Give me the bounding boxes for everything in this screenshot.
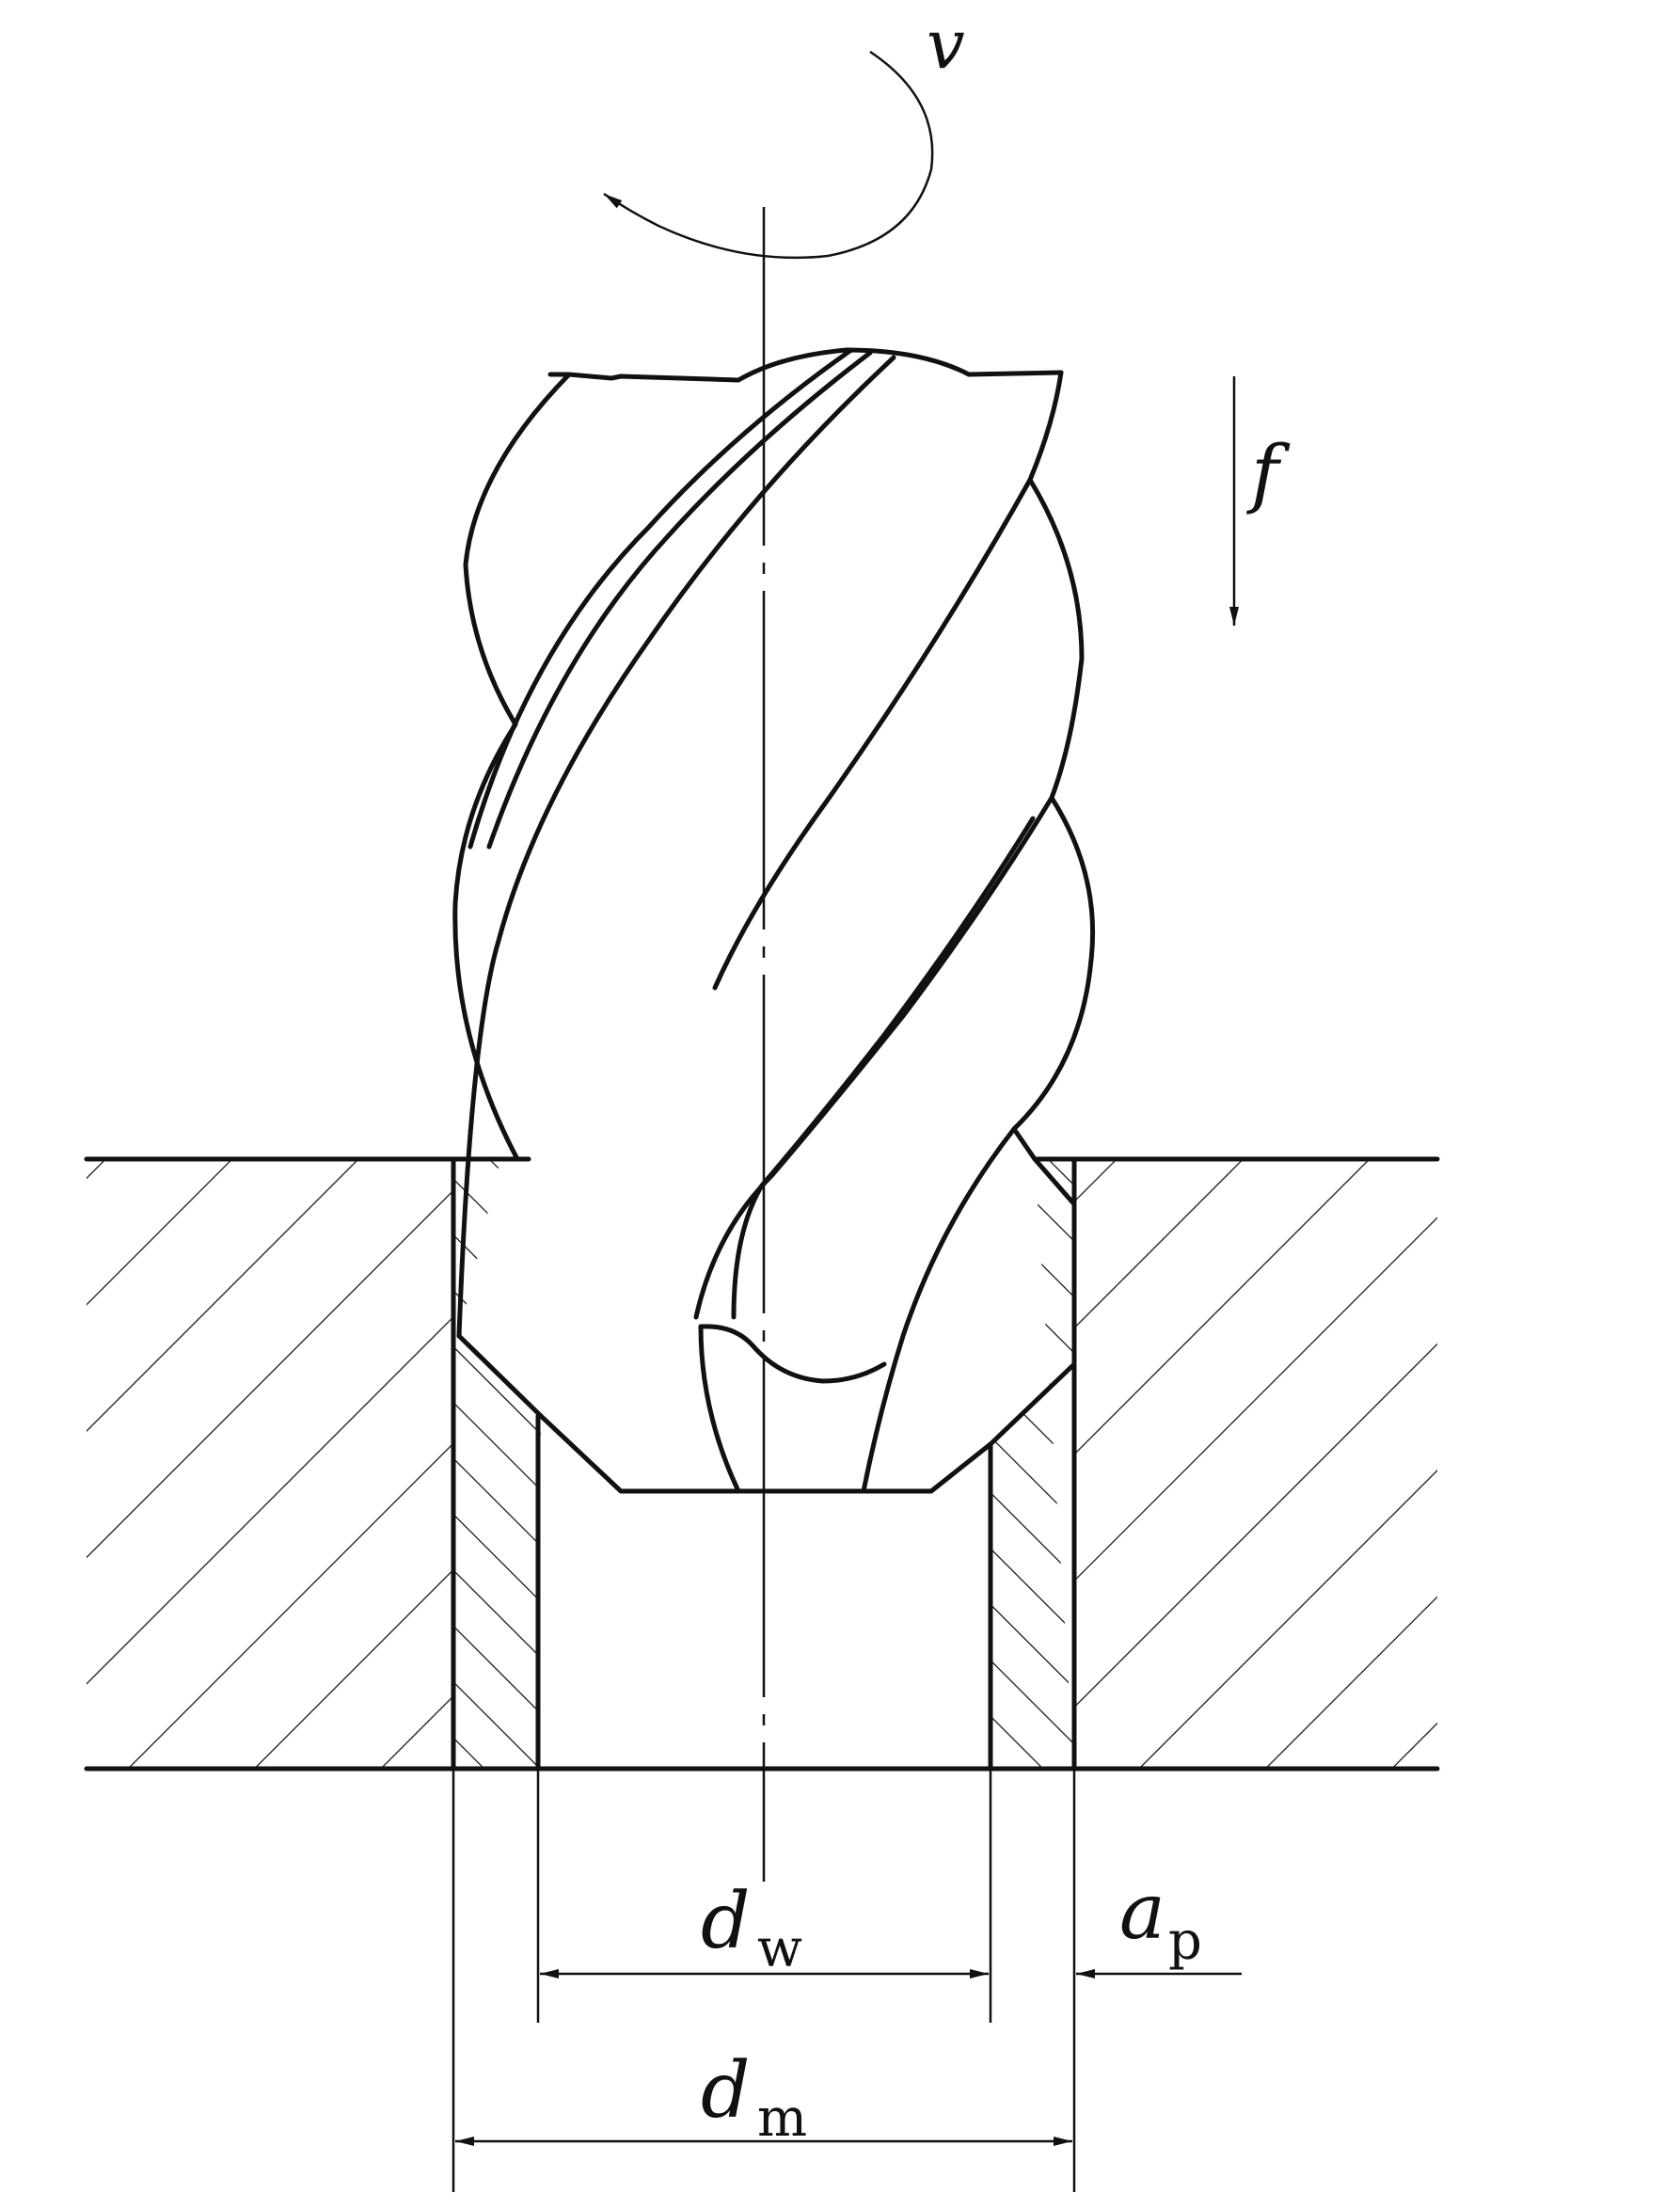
machining-allowance — [453, 1159, 1074, 1772]
dm-label-sub: m — [757, 2088, 807, 2149]
dimension-dw: d w — [540, 1877, 989, 1979]
ap-label-sub: p — [1168, 1911, 1202, 1972]
dw-label-main: d — [701, 1877, 751, 1966]
dimension-ap: a p — [1076, 1867, 1242, 1979]
drill-flute-2 — [456, 355, 896, 1339]
feed-label: f — [1246, 429, 1291, 516]
drill-flute-4b — [731, 816, 1036, 1320]
workpiece-left-section — [87, 1159, 453, 1769]
dimension-dm: d m — [455, 2046, 1072, 2149]
workpiece-right-section — [1074, 1159, 1437, 1769]
ap-label-main: a — [1119, 1867, 1165, 1957]
dm-label-main: d — [701, 2046, 751, 2136]
dw-label-sub: w — [757, 1918, 802, 1979]
drill — [452, 347, 1096, 1494]
dimension-extensions — [452, 1769, 1076, 2192]
drill-flute-1b — [486, 350, 873, 850]
drill-web — [698, 1324, 741, 1494]
drill-left-profile — [452, 372, 572, 1162]
allowance-right — [991, 1159, 1074, 1769]
drill-top-edge — [547, 347, 1064, 383]
drill-web-curve — [698, 1324, 887, 1384]
workpiece — [84, 1156, 1440, 1772]
drill-flute-5 — [861, 1126, 1017, 1494]
drill-point — [456, 1333, 1077, 1494]
drill-flute-3 — [712, 477, 1033, 991]
rotation-label: v — [927, 5, 965, 84]
rotation-arc — [603, 50, 934, 260]
allowance-left — [453, 1159, 541, 1769]
rotation-arrow: v — [603, 5, 965, 260]
drill-flute-1 — [468, 347, 854, 850]
feed-arrow: f — [1229, 376, 1291, 626]
